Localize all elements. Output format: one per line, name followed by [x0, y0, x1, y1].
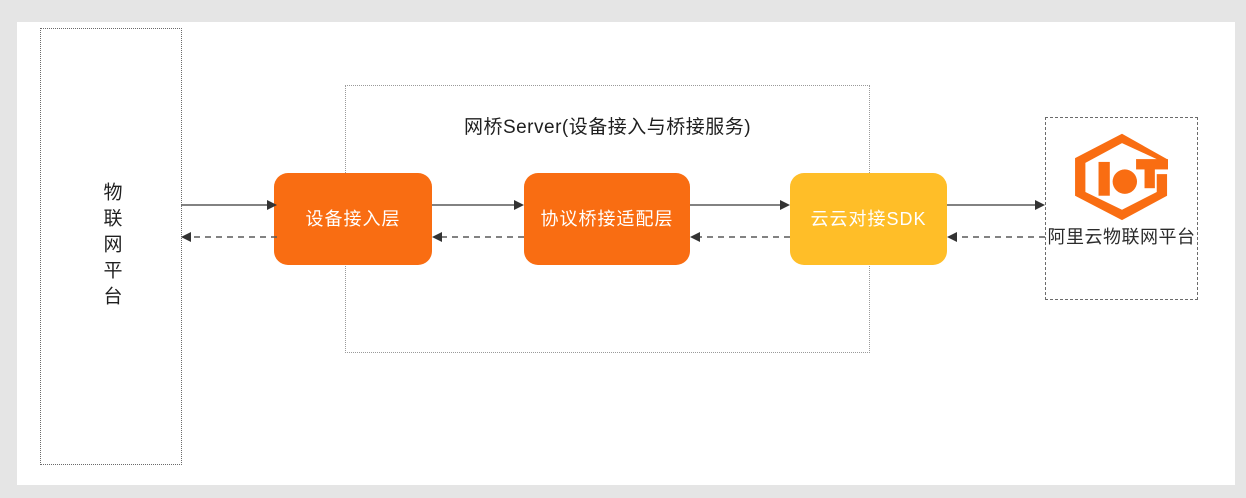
diagram-canvas: 物联网平台 网桥Server(设备接入与桥接服务) 设备接入层 协议桥接适配层 …: [17, 22, 1235, 485]
iot-platform-label: 阿里云物联网平台: [1047, 227, 1196, 247]
box-device-access[interactable]: 设备接入层: [274, 173, 432, 265]
connector-protocol-to-sdk: [690, 200, 790, 210]
box-protocol-bridge[interactable]: 协议桥接适配层: [524, 173, 690, 265]
connector-device-access-to-left: [181, 232, 277, 242]
connector-iot-platform-to-sdk: [947, 232, 1045, 242]
box-cloud-sdk[interactable]: 云云对接SDK: [790, 173, 947, 265]
left-iot-platform-label: 物联网平台: [100, 181, 122, 312]
bridge-server-title: 网桥Server(设备接入与桥接服务): [463, 117, 752, 138]
connector-device-access-to-protocol: [432, 200, 524, 210]
connector-sdk-to-iot-platform: [947, 200, 1045, 210]
iot-hexagon-logo-icon: [1074, 133, 1168, 221]
connector-sdk-to-protocol: [690, 232, 790, 242]
connector-protocol-to-device-access: [432, 232, 524, 242]
left-iot-platform-box: 物联网平台: [40, 28, 182, 465]
connector-left-to-device-access: [181, 200, 277, 210]
iot-platform-box: 阿里云物联网平台: [1045, 117, 1198, 300]
